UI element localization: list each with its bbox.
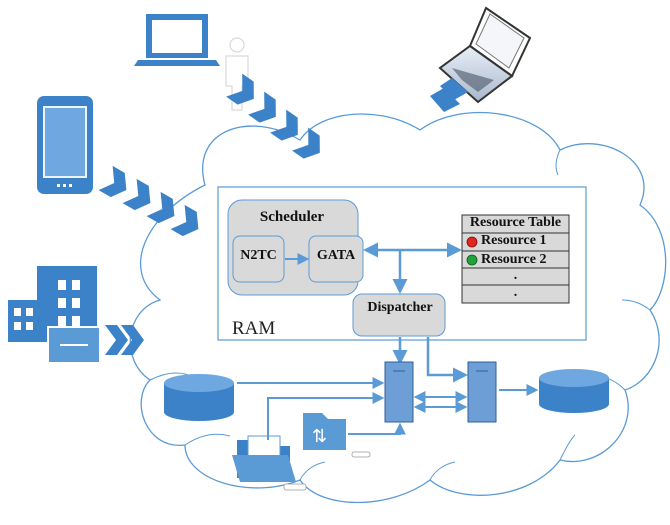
folder-to-server-arrow bbox=[267, 392, 385, 440]
folder-icon bbox=[232, 435, 296, 482]
dispatch-to-server2 bbox=[426, 337, 468, 383]
scheduler-title: Scheduler bbox=[259, 209, 325, 225]
resource-row-ellipsis: . bbox=[513, 285, 518, 300]
n2tc-label: N2TC bbox=[240, 248, 277, 263]
dispatcher-box bbox=[352, 293, 446, 337]
resource-row-label: Resource 1 bbox=[481, 233, 547, 248]
laptop-icon bbox=[438, 6, 532, 104]
tablet-icon bbox=[37, 96, 93, 194]
dispatcher-label: Dispatcher bbox=[367, 300, 433, 315]
person-icon bbox=[225, 37, 249, 111]
building-icon bbox=[8, 266, 101, 364]
file-transfer-icon: ⇅ bbox=[303, 413, 346, 450]
device-tag bbox=[351, 451, 371, 458]
n2tc-box bbox=[232, 235, 285, 283]
gata-label: GATA bbox=[316, 248, 356, 263]
transfer-to-server-arrow bbox=[348, 422, 406, 435]
desktop-monitor-icon bbox=[134, 14, 220, 66]
chevron-arrows-icon bbox=[226, 73, 320, 159]
database-icon bbox=[539, 369, 609, 413]
svg-text:⇅: ⇅ bbox=[312, 426, 327, 447]
resource-table-title: Resource Table bbox=[469, 215, 562, 230]
resource-table bbox=[461, 214, 570, 304]
chevron-arrows-icon bbox=[105, 325, 144, 355]
ram-label: RAM bbox=[232, 318, 276, 339]
database-icon bbox=[164, 374, 234, 421]
device-tag bbox=[283, 483, 307, 491]
chevron-arrows-icon bbox=[98, 165, 199, 237]
server-icon bbox=[467, 361, 497, 423]
status-dot-red-icon bbox=[466, 236, 478, 248]
server-icon bbox=[384, 361, 414, 423]
cloud-lobe-lines bbox=[149, 149, 651, 481]
status-dot-green-icon bbox=[466, 254, 478, 266]
resource-row-ellipsis: . bbox=[513, 268, 518, 283]
resource-row-label: Resource 2 bbox=[481, 252, 547, 267]
chevron-arrows-icon bbox=[430, 78, 468, 112]
